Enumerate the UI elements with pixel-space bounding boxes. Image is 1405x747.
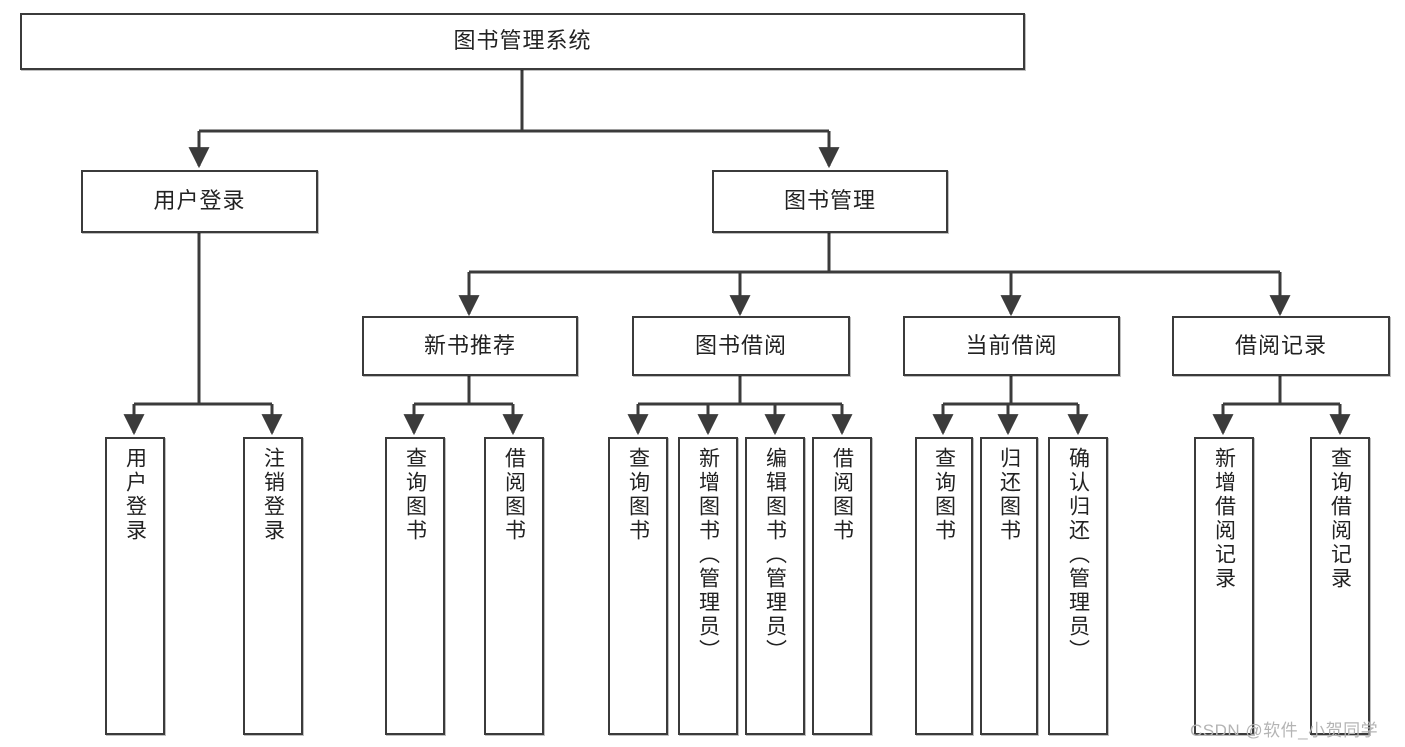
leaf-current-query-book[interactable]: 查询图书	[915, 437, 973, 735]
node-user-login[interactable]: 用户登录	[81, 170, 318, 233]
leaf-recommend-query-book-label: 查询图书	[403, 447, 427, 543]
leaf-record-add-record[interactable]: 新增借阅记录	[1194, 437, 1254, 735]
node-book-management-label: 图书管理	[783, 188, 876, 214]
leaf-current-confirm-return[interactable]: 确认归还（管理员）	[1048, 437, 1108, 735]
leaf-current-query-book-label: 查询图书	[932, 447, 956, 543]
leaf-recommend-borrow-book-label: 借阅图书	[502, 447, 526, 543]
node-new-book-recommend-label: 新书推荐	[423, 332, 516, 358]
leaf-borrow-edit-book[interactable]: 编辑图书（管理员）	[745, 437, 805, 735]
leaf-user-login-login[interactable]: 用户登录	[105, 437, 165, 735]
leaf-recommend-borrow-book[interactable]: 借阅图书	[484, 437, 544, 735]
leaf-current-return-book-label: 归还图书	[997, 447, 1021, 543]
leaf-current-return-book[interactable]: 归还图书	[980, 437, 1038, 735]
node-borrow-record[interactable]: 借阅记录	[1172, 316, 1390, 376]
node-book-borrow-label: 图书借阅	[694, 332, 787, 358]
leaf-borrow-add-book[interactable]: 新增图书（管理员）	[678, 437, 738, 735]
leaf-user-login-login-label: 用户登录	[123, 447, 147, 543]
leaf-user-login-logout-label: 注销登录	[261, 447, 285, 543]
csdn-watermark: CSDN @软件_小贺同学	[1190, 721, 1379, 740]
leaf-record-query-record[interactable]: 查询借阅记录	[1310, 437, 1370, 735]
leaf-borrow-query-book[interactable]: 查询图书	[608, 437, 668, 735]
leaf-borrow-edit-book-label: 编辑图书（管理员）	[763, 447, 787, 663]
node-current-borrow[interactable]: 当前借阅	[903, 316, 1120, 376]
node-book-management[interactable]: 图书管理	[712, 170, 948, 233]
node-borrow-record-label: 借阅记录	[1234, 332, 1327, 358]
leaf-record-add-record-label: 新增借阅记录	[1212, 447, 1236, 591]
leaf-borrow-query-book-label: 查询图书	[626, 447, 650, 543]
leaf-recommend-query-book[interactable]: 查询图书	[385, 437, 445, 735]
node-user-login-label: 用户登录	[153, 188, 246, 214]
node-root[interactable]: 图书管理系统	[20, 13, 1025, 70]
node-current-borrow-label: 当前借阅	[965, 332, 1058, 358]
node-book-borrow[interactable]: 图书借阅	[632, 316, 850, 376]
leaf-borrow-add-book-label: 新增图书（管理员）	[696, 447, 720, 663]
leaf-borrow-borrow-book-label: 借阅图书	[830, 447, 854, 543]
leaf-borrow-borrow-book[interactable]: 借阅图书	[812, 437, 872, 735]
leaf-current-confirm-return-label: 确认归还（管理员）	[1066, 447, 1090, 663]
leaf-user-login-logout[interactable]: 注销登录	[243, 437, 303, 735]
node-root-label: 图书管理系统	[453, 28, 592, 54]
leaf-record-query-record-label: 查询借阅记录	[1328, 447, 1352, 591]
node-new-book-recommend[interactable]: 新书推荐	[362, 316, 578, 376]
